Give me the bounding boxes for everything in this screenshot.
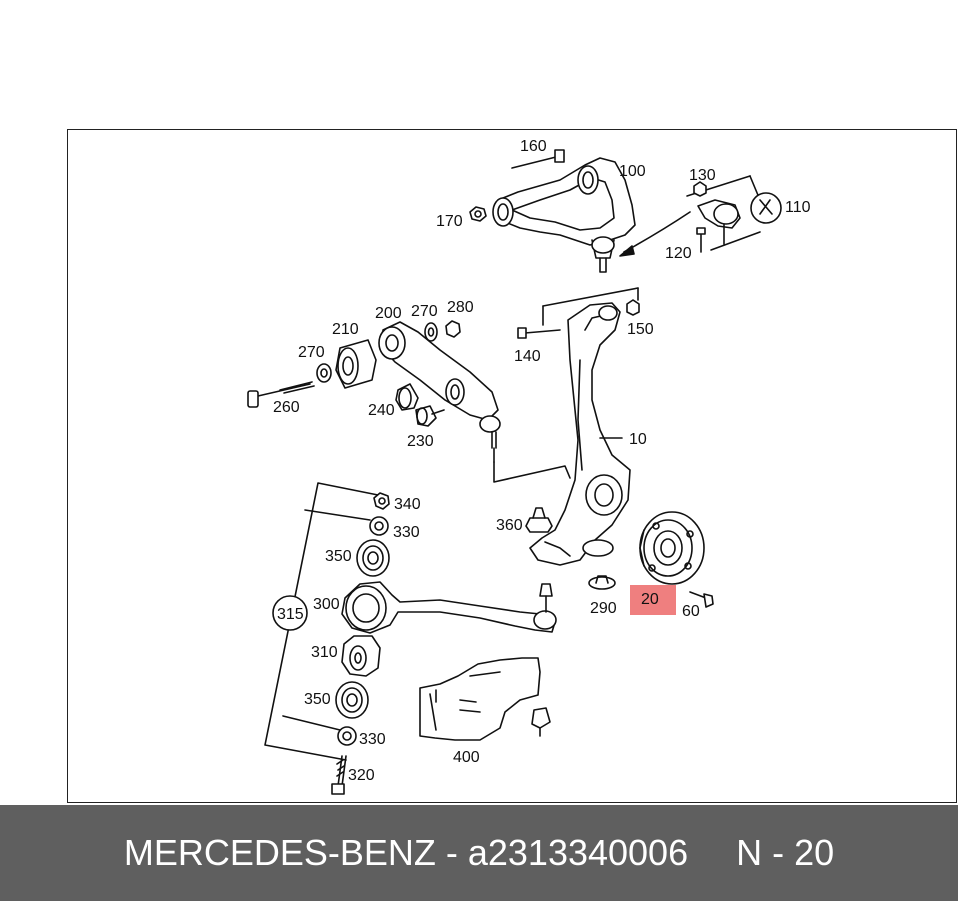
bolt-60 bbox=[689, 591, 714, 608]
lower-link-200 bbox=[378, 321, 571, 483]
bushing-210 bbox=[335, 339, 377, 389]
nut-280 bbox=[445, 320, 461, 338]
assembly-arrow bbox=[619, 211, 691, 257]
footer-brand-part: MERCEDES-BENZ - a2313340006 bbox=[123, 832, 689, 873]
upper-control-arm bbox=[492, 157, 636, 273]
label-360: 360 bbox=[496, 517, 523, 534]
label-200: 200 bbox=[375, 305, 402, 322]
washer-270-left bbox=[316, 363, 332, 383]
label-230: 230 bbox=[407, 433, 434, 450]
label-315: 315 bbox=[277, 606, 304, 623]
label-330-upper: 330 bbox=[393, 524, 420, 541]
part-labels: 160 100 130 110 170 120 200 270 280 210 … bbox=[273, 138, 811, 784]
steering-knuckle bbox=[529, 302, 631, 566]
ball-joint-110 bbox=[686, 175, 782, 253]
nut-290 bbox=[588, 575, 616, 590]
label-300: 300 bbox=[313, 596, 340, 613]
label-270-right: 270 bbox=[411, 303, 438, 320]
washer-330-lower bbox=[337, 726, 357, 746]
lower-control-arm bbox=[341, 581, 557, 634]
label-270-left: 270 bbox=[298, 344, 325, 361]
label-60: 60 bbox=[682, 603, 700, 620]
label-120: 120 bbox=[665, 245, 692, 262]
label-100: 100 bbox=[619, 163, 646, 180]
washer-330-upper bbox=[369, 516, 389, 536]
label-170: 170 bbox=[436, 213, 463, 230]
nut-360 bbox=[525, 507, 553, 533]
washer-270-right bbox=[424, 322, 438, 342]
wheel-hub bbox=[639, 511, 705, 585]
nut-170 bbox=[469, 206, 487, 222]
highlight-box-20 bbox=[630, 585, 676, 615]
footer-banner: MERCEDES-BENZ - a2313340006 N - 20 bbox=[0, 805, 958, 901]
bolt-140-nut-150 bbox=[517, 287, 640, 339]
label-400: 400 bbox=[453, 749, 480, 766]
label-290: 290 bbox=[590, 600, 617, 617]
label-130: 130 bbox=[689, 167, 716, 184]
bushing-230 bbox=[415, 405, 445, 427]
bushing-240 bbox=[395, 383, 419, 411]
bushing-350-upper bbox=[356, 539, 390, 577]
label-260: 260 bbox=[273, 399, 300, 416]
shield-400 bbox=[419, 657, 551, 741]
nut-340 bbox=[373, 492, 390, 510]
footer-ref: N - 20 bbox=[736, 832, 835, 873]
bolt-260 bbox=[247, 381, 315, 408]
label-280: 280 bbox=[447, 299, 474, 316]
label-110: 110 bbox=[785, 199, 811, 216]
bolt-160 bbox=[511, 149, 565, 169]
label-150: 150 bbox=[627, 321, 654, 338]
label-10: 10 bbox=[629, 431, 647, 448]
bushing-310 bbox=[341, 635, 381, 677]
label-350-lower: 350 bbox=[304, 691, 331, 708]
callout-315 bbox=[272, 595, 308, 631]
label-210: 210 bbox=[332, 321, 359, 338]
label-140: 140 bbox=[514, 348, 541, 365]
bolt-320 bbox=[331, 755, 347, 795]
label-310: 310 bbox=[311, 644, 338, 661]
label-20: 20 bbox=[641, 591, 659, 608]
label-330-lower: 330 bbox=[359, 731, 386, 748]
label-240: 240 bbox=[368, 402, 395, 419]
label-340: 340 bbox=[394, 496, 421, 513]
diagram-frame bbox=[67, 129, 957, 803]
label-350-upper: 350 bbox=[325, 548, 352, 565]
label-320: 320 bbox=[348, 767, 375, 784]
bushing-350-lower bbox=[335, 681, 369, 719]
label-160: 160 bbox=[520, 138, 547, 155]
